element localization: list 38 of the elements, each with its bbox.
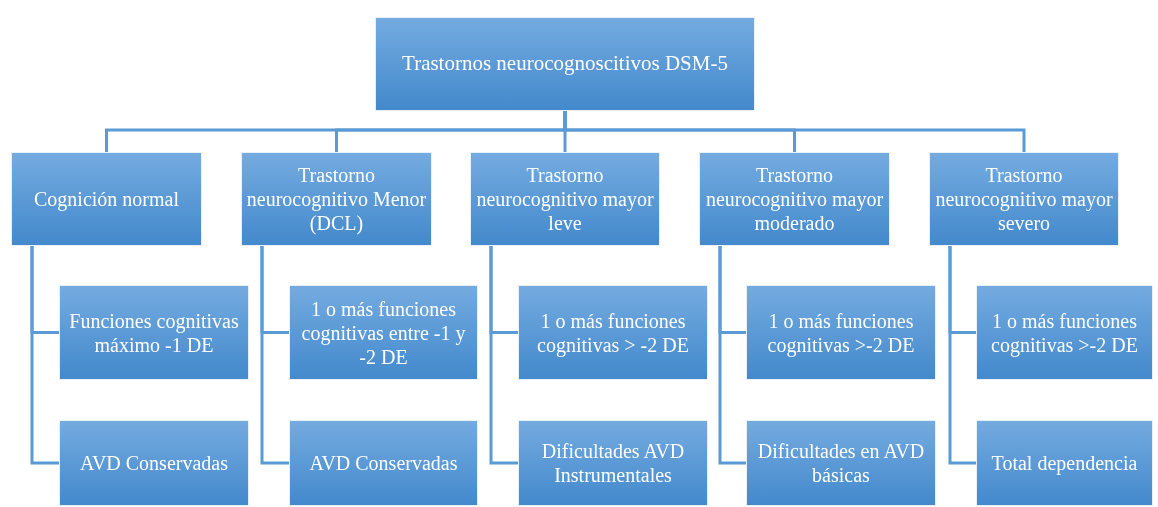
connector-line bbox=[30, 246, 59, 465]
process-box bbox=[59, 420, 249, 506]
box-label: AVD Conservadas bbox=[80, 451, 228, 475]
box-label: Trastorno neurocognitivo mayor severo bbox=[934, 163, 1114, 235]
process-box bbox=[289, 285, 478, 380]
box-label: Trastorno neurocognitivo mayor leve bbox=[475, 163, 655, 235]
box-label: Dificultades AVD Instrumentales bbox=[540, 439, 686, 487]
process-box bbox=[699, 152, 890, 246]
box-label: Trastornos neurocognoscitivos DSM-5 bbox=[402, 51, 728, 77]
box-label: 1 o más funciones cognitivas entre -1 y -2 DE bbox=[300, 296, 467, 369]
box-label: Funciones cognitivas máximo -1 DE bbox=[68, 308, 240, 357]
process-box bbox=[59, 285, 249, 380]
process-box bbox=[746, 420, 936, 506]
connector-line bbox=[489, 246, 518, 465]
process-box bbox=[11, 152, 202, 246]
process-box bbox=[289, 420, 478, 506]
box-label: Trastorno neurocognitivo Menor (DCL) bbox=[246, 163, 427, 235]
process-box bbox=[976, 420, 1153, 506]
process-box bbox=[518, 420, 708, 506]
process-box bbox=[375, 17, 755, 111]
process-box bbox=[929, 152, 1119, 246]
box-label: Cognición normal bbox=[34, 187, 179, 211]
process-box bbox=[470, 152, 660, 246]
connector-line bbox=[563, 111, 1026, 152]
box-label: 1 o más funciones cognitivas >-2 DE bbox=[766, 308, 916, 357]
connector-line bbox=[260, 246, 289, 465]
connector-line bbox=[718, 246, 746, 465]
box-label: AVD Conservadas bbox=[309, 451, 458, 475]
box-label: 1 o más funciones cognitivas > -2 DE bbox=[536, 308, 690, 357]
box-label: Total dependencia bbox=[991, 451, 1138, 475]
process-box bbox=[518, 285, 708, 380]
box-label: 1 o más funciones cognitivas >-2 DE bbox=[990, 308, 1139, 357]
process-box bbox=[746, 285, 936, 380]
process-box bbox=[976, 285, 1153, 380]
process-box bbox=[241, 152, 432, 246]
box-label: Trastorno neurocognitivo mayor moderado bbox=[704, 163, 885, 235]
connector-line bbox=[948, 246, 976, 465]
box-label: Dificultades en AVD básicas bbox=[756, 439, 926, 487]
